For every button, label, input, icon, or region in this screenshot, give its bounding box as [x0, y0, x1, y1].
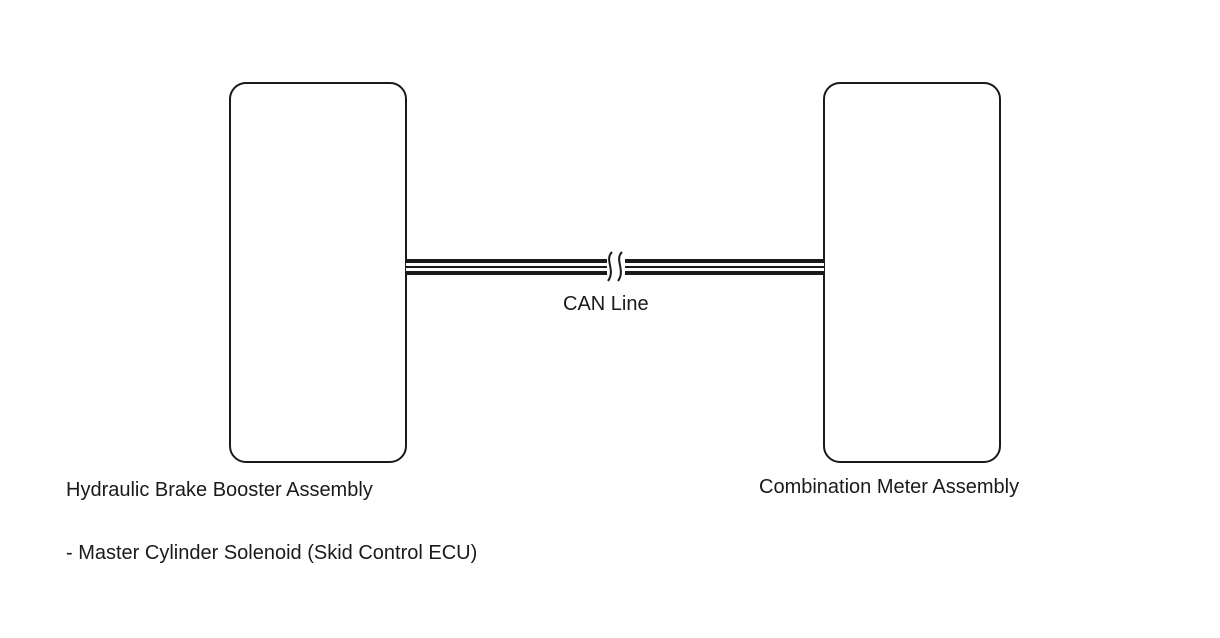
- can-line-wire: [406, 250, 824, 284]
- right-component-box: [823, 82, 1001, 463]
- right-component-label: Combination Meter Assembly: [759, 476, 1020, 498]
- left-component-sub-label: - Master Cylinder Solenoid (Skid Control…: [66, 542, 478, 564]
- left-component-label: Hydraulic Brake Booster Assembly: [66, 479, 373, 501]
- can-line-label: CAN Line: [563, 293, 649, 315]
- wire-break-symbol: [607, 250, 625, 284]
- left-component-box: [229, 82, 407, 463]
